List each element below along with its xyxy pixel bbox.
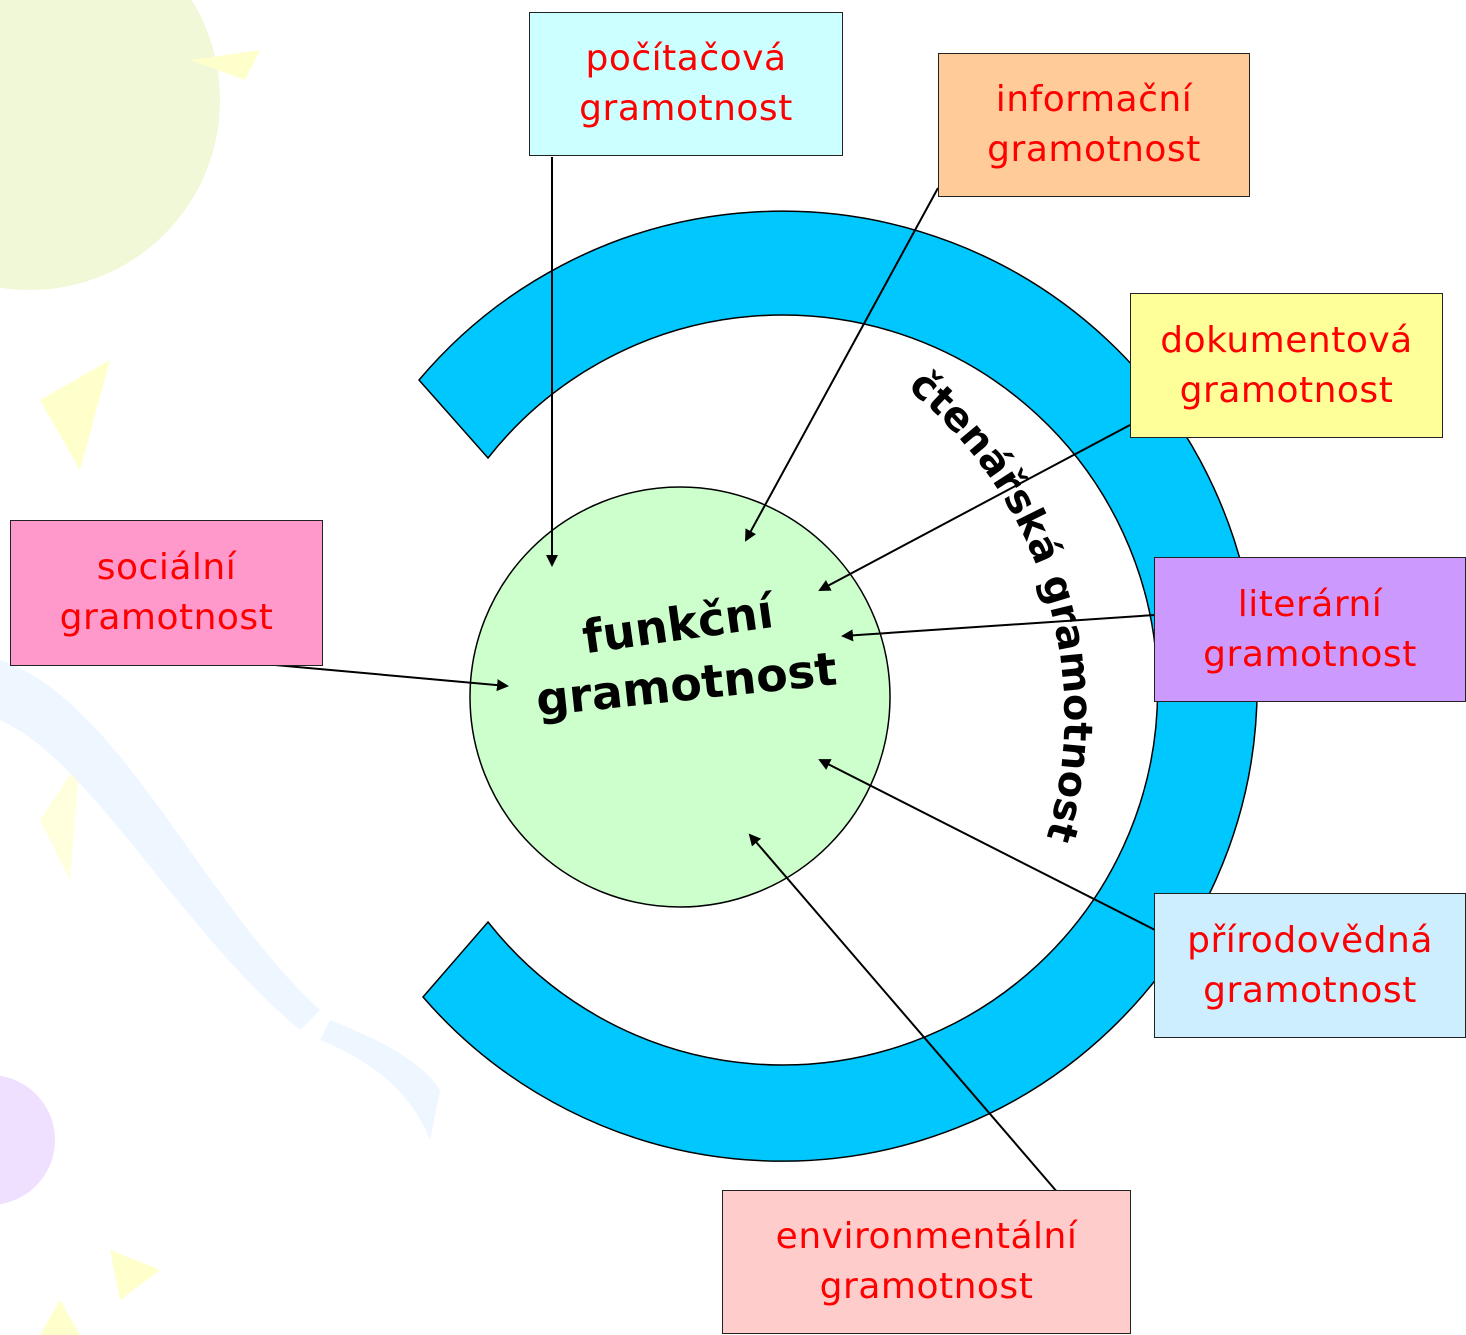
box-literarni: literární gramotnost bbox=[1154, 557, 1466, 702]
arrow-environmentalni bbox=[748, 833, 1059, 1194]
box-prirodovedna-line2: gramotnost bbox=[1203, 969, 1417, 1011]
box-environmentalni: environmentální gramotnost bbox=[722, 1190, 1131, 1334]
box-literarni-line1: literární bbox=[1237, 583, 1383, 625]
box-pocitacova-line2: gramotnost bbox=[579, 88, 793, 129]
box-socialni-line2: gramotnost bbox=[59, 597, 274, 638]
bg-ray bbox=[110, 1250, 160, 1300]
box-socialni: sociální gramotnost bbox=[10, 520, 323, 666]
box-dokumentova-line1: dokumentová bbox=[1160, 319, 1413, 361]
reading-literacy-ring bbox=[418, 210, 1258, 1162]
arrow-informacni bbox=[745, 187, 939, 542]
box-prirodovedna: přírodovědná gramotnost bbox=[1154, 893, 1466, 1038]
box-socialni-line1: sociální bbox=[96, 547, 237, 588]
box-environmentalni-line1: environmentální bbox=[775, 1216, 1078, 1257]
arrow-socialni bbox=[241, 661, 509, 692]
box-literarni-line2: gramotnost bbox=[1203, 633, 1417, 675]
bg-green-circle bbox=[0, 0, 220, 290]
bg-ray bbox=[40, 360, 110, 470]
box-dokumentova-line2: gramotnost bbox=[1179, 369, 1394, 411]
box-informacni-line1: informační bbox=[995, 79, 1193, 120]
box-environmentalni-line2: gramotnost bbox=[819, 1266, 1034, 1307]
bg-ray bbox=[40, 760, 80, 880]
arrow-dokumentova bbox=[818, 424, 1131, 591]
box-pocitacova-line1: počítačová bbox=[585, 38, 787, 79]
box-pocitacova: počítačová gramotnost bbox=[529, 12, 843, 156]
box-informacni: informační gramotnost bbox=[938, 53, 1250, 197]
box-prirodovedna-line1: přírodovědná bbox=[1187, 919, 1433, 961]
box-dokumentova: dokumentová gramotnost bbox=[1130, 293, 1443, 438]
arrow-literarni bbox=[841, 614, 1156, 642]
bg-swirl bbox=[0, 660, 320, 1030]
box-informacni-line2: gramotnost bbox=[987, 129, 1201, 170]
functional-literacy-circle bbox=[469, 486, 891, 908]
bg-purple-circle bbox=[0, 1075, 55, 1205]
bg-ray bbox=[40, 1300, 80, 1335]
bg-swirl bbox=[320, 1020, 440, 1140]
arrow-prirodovedna bbox=[818, 759, 1156, 931]
bg-ray bbox=[190, 50, 260, 80]
